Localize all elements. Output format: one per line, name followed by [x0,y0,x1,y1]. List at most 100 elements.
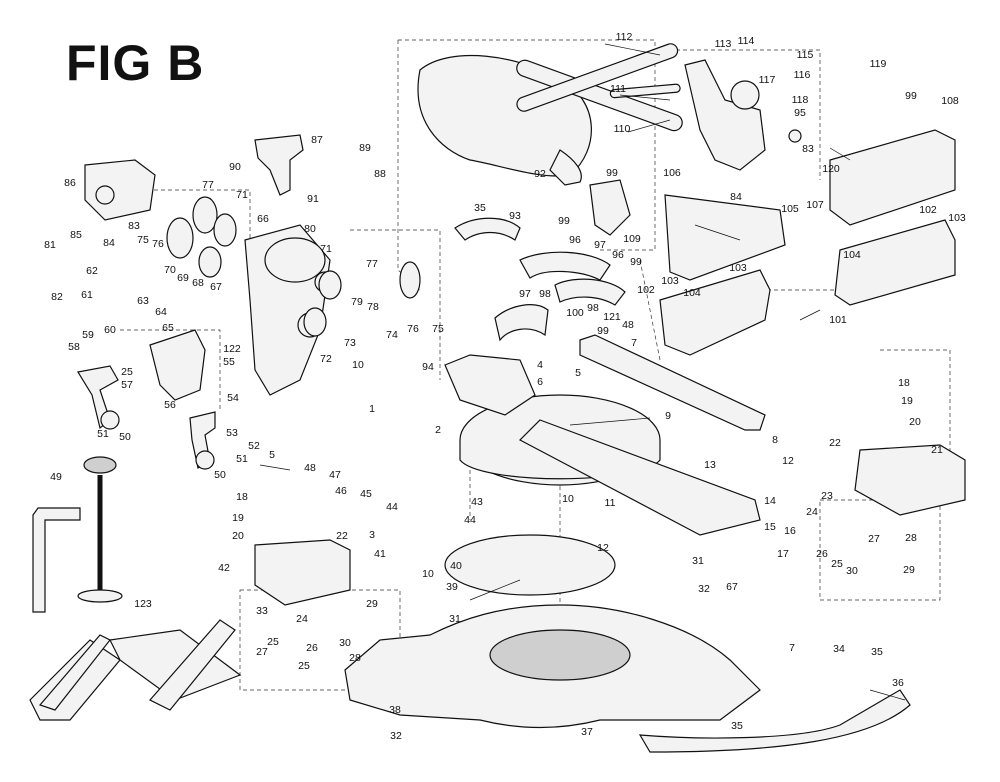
callout-116: 116 [794,69,811,81]
callout-103: 103 [729,262,747,274]
callout-99: 99 [905,90,917,102]
callout-108: 108 [941,95,959,107]
callout-71: 71 [236,189,248,201]
callout-71: 71 [320,243,332,255]
callout-91: 91 [307,193,319,205]
callout-75: 75 [432,323,444,335]
callout-47: 47 [329,469,341,481]
callout-21: 21 [931,444,943,456]
callout-35: 35 [731,720,743,732]
callout-76: 76 [152,238,164,250]
callout-42: 42 [218,562,230,574]
callout-97: 97 [594,239,606,251]
callout-63: 63 [137,295,149,307]
callout-123: 123 [134,598,152,610]
callout-118: 118 [792,94,809,106]
callout-75: 75 [137,234,149,246]
callout-13: 13 [704,459,716,471]
callout-57: 57 [121,379,133,391]
callout-94: 94 [422,361,434,373]
callout-90: 90 [229,161,241,173]
rail-bracket [684,59,802,171]
callout-25: 25 [831,558,843,570]
callout-81: 81 [44,239,56,251]
callout-24: 24 [296,613,308,625]
callout-18: 18 [898,377,910,389]
base [344,604,911,753]
callout-24: 24 [806,506,818,518]
callout-41: 41 [374,548,386,560]
callout-50: 50 [214,469,226,481]
callout-96: 96 [612,249,624,261]
callout-78: 78 [367,301,379,313]
callout-5: 5 [575,367,581,379]
callout-39: 39 [446,581,458,593]
callout-103: 103 [661,275,679,287]
callout-20: 20 [232,530,244,542]
hold-down-clamp [32,456,123,613]
callout-82: 82 [51,291,63,303]
callout-35: 35 [474,202,486,214]
callout-101: 101 [829,314,847,326]
callout-89: 89 [359,142,371,154]
callout-64: 64 [155,306,167,318]
callout-111: 111 [610,83,626,95]
callout-31: 31 [449,613,461,625]
callout-61: 61 [81,289,93,301]
callout-7: 7 [789,642,795,654]
callout-60: 60 [104,324,116,336]
callout-3: 3 [369,529,375,541]
callout-43: 43 [471,496,483,508]
callout-19: 19 [232,512,244,524]
callout-97: 97 [519,288,531,300]
callout-20: 20 [909,416,921,428]
callout-67: 67 [726,581,738,593]
callout-32: 32 [698,583,710,595]
callout-95: 95 [794,107,806,119]
callout-87: 87 [311,134,323,146]
callout-102: 102 [919,204,937,216]
callout-49: 49 [50,471,62,483]
dust-chute [589,179,631,236]
callout-18: 18 [236,491,248,503]
callout-52: 52 [248,440,260,452]
callout-99: 99 [558,215,570,227]
slide-rails [516,43,683,132]
callout-45: 45 [360,488,372,500]
callout-51: 51 [97,428,109,440]
callout-84: 84 [103,237,115,249]
callout-12: 12 [782,455,794,467]
pivot-bracket [149,329,206,401]
callout-35: 35 [871,646,883,658]
callout-46: 46 [335,485,347,497]
callout-27: 27 [256,646,268,658]
guard-lower [454,217,626,342]
callout-68: 68 [192,277,204,289]
bevel-lever [77,365,216,470]
callout-109: 109 [623,233,641,245]
callout-96: 96 [569,234,581,246]
callout-76: 76 [407,323,419,335]
callout-59: 59 [82,329,94,341]
callout-66: 66 [257,213,269,225]
callout-36: 36 [892,677,904,689]
callout-12: 12 [597,542,609,554]
callout-5: 5 [269,449,275,461]
callout-107: 107 [806,199,824,211]
callout-33: 33 [256,605,268,617]
callout-38: 38 [389,704,401,716]
callout-117: 117 [759,74,776,86]
callout-79: 79 [351,296,363,308]
callout-106: 106 [663,167,681,179]
callout-113: 113 [715,38,732,50]
callout-32: 32 [390,730,402,742]
callout-62: 62 [86,265,98,277]
callout-6: 6 [537,376,543,388]
callout-119: 119 [870,58,887,70]
callout-72: 72 [320,353,332,365]
callout-115: 115 [797,49,814,61]
callout-99: 99 [597,325,609,337]
callout-80: 80 [304,223,316,235]
callout-10: 10 [352,359,364,371]
callout-73: 73 [344,337,356,349]
